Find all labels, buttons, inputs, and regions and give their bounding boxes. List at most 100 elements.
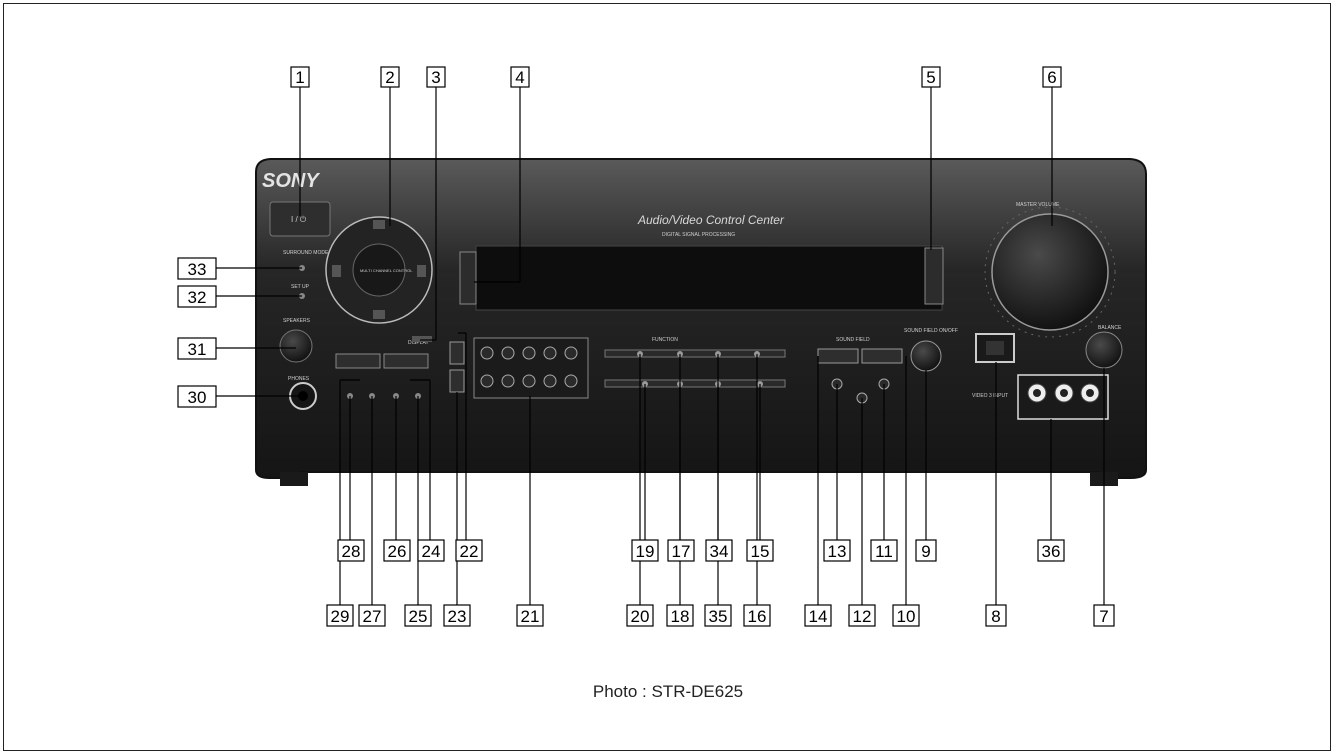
phones-label: PHONES <box>288 376 310 382</box>
svg-text:23: 23 <box>448 607 467 626</box>
master-volume-knob[interactable] <box>991 213 1109 331</box>
up-arrow-icon <box>373 220 385 229</box>
svg-text:21: 21 <box>521 607 540 626</box>
svg-text:9: 9 <box>921 542 930 561</box>
callout-23: 23 <box>443 604 471 627</box>
callout-labels: 1 2 3 4 5 6 33 32 31 30 28 26 24 22 19 1… <box>177 66 1115 627</box>
callout-5: 5 <box>921 66 941 88</box>
speakers-label: SPEAKERS <box>283 318 311 324</box>
master-volume-label: MASTER VOLUME <box>1016 202 1060 208</box>
numeric-keypad <box>473 337 589 399</box>
svg-text:14: 14 <box>809 607 828 626</box>
balance-label: BALANCE <box>1098 325 1122 331</box>
surround-mode-label: SURROUND MODE <box>283 250 329 256</box>
svg-text:2: 2 <box>385 68 394 87</box>
right-indicator-buttons[interactable] <box>924 247 944 305</box>
button-22[interactable] <box>449 341 465 365</box>
multi-channel-joystick[interactable]: MULTI CHANNEL CONTROL <box>325 216 433 324</box>
callout-27: 27 <box>358 604 386 627</box>
svg-text:35: 35 <box>709 607 728 626</box>
callout-29: 29 <box>326 604 354 627</box>
callout-24: 24 <box>417 539 445 562</box>
svg-text:12: 12 <box>853 607 872 626</box>
tape-button-left[interactable] <box>335 353 381 369</box>
svg-text:8: 8 <box>991 607 1000 626</box>
svg-text:13: 13 <box>828 542 847 561</box>
callout-30: 30 <box>177 385 217 408</box>
callout-28: 28 <box>337 539 365 562</box>
svg-text:34: 34 <box>710 542 729 561</box>
callout-9: 9 <box>915 539 937 562</box>
joystick-label: MULTI CHANNEL CONTROL <box>360 268 413 273</box>
callout-32: 32 <box>177 285 217 308</box>
callout-21: 21 <box>516 604 544 627</box>
callout-1: 1 <box>290 66 310 88</box>
callout-11: 11 <box>870 539 898 562</box>
balance-knob[interactable] <box>1085 331 1123 369</box>
function-buttons-upper[interactable] <box>604 349 786 358</box>
video-jack-hole <box>1033 389 1041 397</box>
tape-button-right[interactable] <box>383 353 429 369</box>
callout-31: 31 <box>177 337 217 360</box>
callout-13: 13 <box>823 539 851 562</box>
callout-36: 36 <box>1037 539 1065 562</box>
sound-field-onoff-label: SOUND FIELD ON/OFF <box>904 328 958 334</box>
svg-text:25: 25 <box>409 607 428 626</box>
svg-text:18: 18 <box>671 607 690 626</box>
svg-text:6: 6 <box>1047 68 1056 87</box>
callout-22: 22 <box>455 539 483 562</box>
svg-text:33: 33 <box>188 260 207 279</box>
callout-16: 16 <box>743 604 771 627</box>
svg-text:15: 15 <box>751 542 770 561</box>
right-arrow-icon <box>417 265 426 277</box>
callout-26: 26 <box>383 539 411 562</box>
svg-text:16: 16 <box>748 607 767 626</box>
button-23[interactable] <box>449 369 465 393</box>
audio-right-jack-hole <box>1086 389 1094 397</box>
callout-33: 33 <box>177 257 217 280</box>
leader-lines <box>216 87 1105 614</box>
svg-text:3: 3 <box>431 68 440 87</box>
svg-text:20: 20 <box>631 607 650 626</box>
sound-field-onoff-knob[interactable] <box>910 340 942 372</box>
speakers-selector-knob[interactable] <box>279 329 313 363</box>
function-buttons-lower[interactable] <box>604 379 786 388</box>
svg-text:7: 7 <box>1099 607 1108 626</box>
svg-text:4: 4 <box>515 68 524 87</box>
down-arrow-icon <box>373 310 385 319</box>
photo-caption: Photo : STR-DE625 <box>592 682 744 701</box>
callout-8: 8 <box>985 604 1007 627</box>
left-indicator-buttons[interactable] <box>459 251 477 305</box>
callout-10: 10 <box>892 604 920 627</box>
left-arrow-icon <box>332 265 341 277</box>
callout-18: 18 <box>666 604 694 627</box>
figure-frame <box>3 3 1331 751</box>
display-window <box>475 245 943 311</box>
svg-text:22: 22 <box>460 542 479 561</box>
svg-text:36: 36 <box>1042 542 1061 561</box>
svg-text:17: 17 <box>672 542 691 561</box>
video-input-label: VIDEO 3 INPUT <box>972 393 1008 399</box>
svg-text:10: 10 <box>897 607 916 626</box>
svg-text:27: 27 <box>363 607 382 626</box>
callout-25: 25 <box>404 604 432 627</box>
display-label: DISPLAY <box>408 340 429 346</box>
header-title: Audio/Video Control Center <box>637 213 785 227</box>
sound-field-button-right[interactable] <box>861 348 903 364</box>
callout-17: 17 <box>667 539 695 562</box>
svg-text:5: 5 <box>926 68 935 87</box>
callout-3: 3 <box>426 66 446 88</box>
display-button[interactable] <box>412 336 432 342</box>
audio-left-jack-hole <box>1060 389 1068 397</box>
header-subtitle: DIGITAL SIGNAL PROCESSING <box>662 232 735 238</box>
svg-text:30: 30 <box>188 388 207 407</box>
left-foot <box>280 472 308 486</box>
callout-4: 4 <box>510 66 530 88</box>
svg-text:19: 19 <box>636 542 655 561</box>
brand-logo: SONY <box>262 170 320 192</box>
svg-text:28: 28 <box>342 542 361 561</box>
sound-field-button-left[interactable] <box>817 348 859 364</box>
callout-2: 2 <box>380 66 400 88</box>
svg-text:32: 32 <box>188 288 207 307</box>
